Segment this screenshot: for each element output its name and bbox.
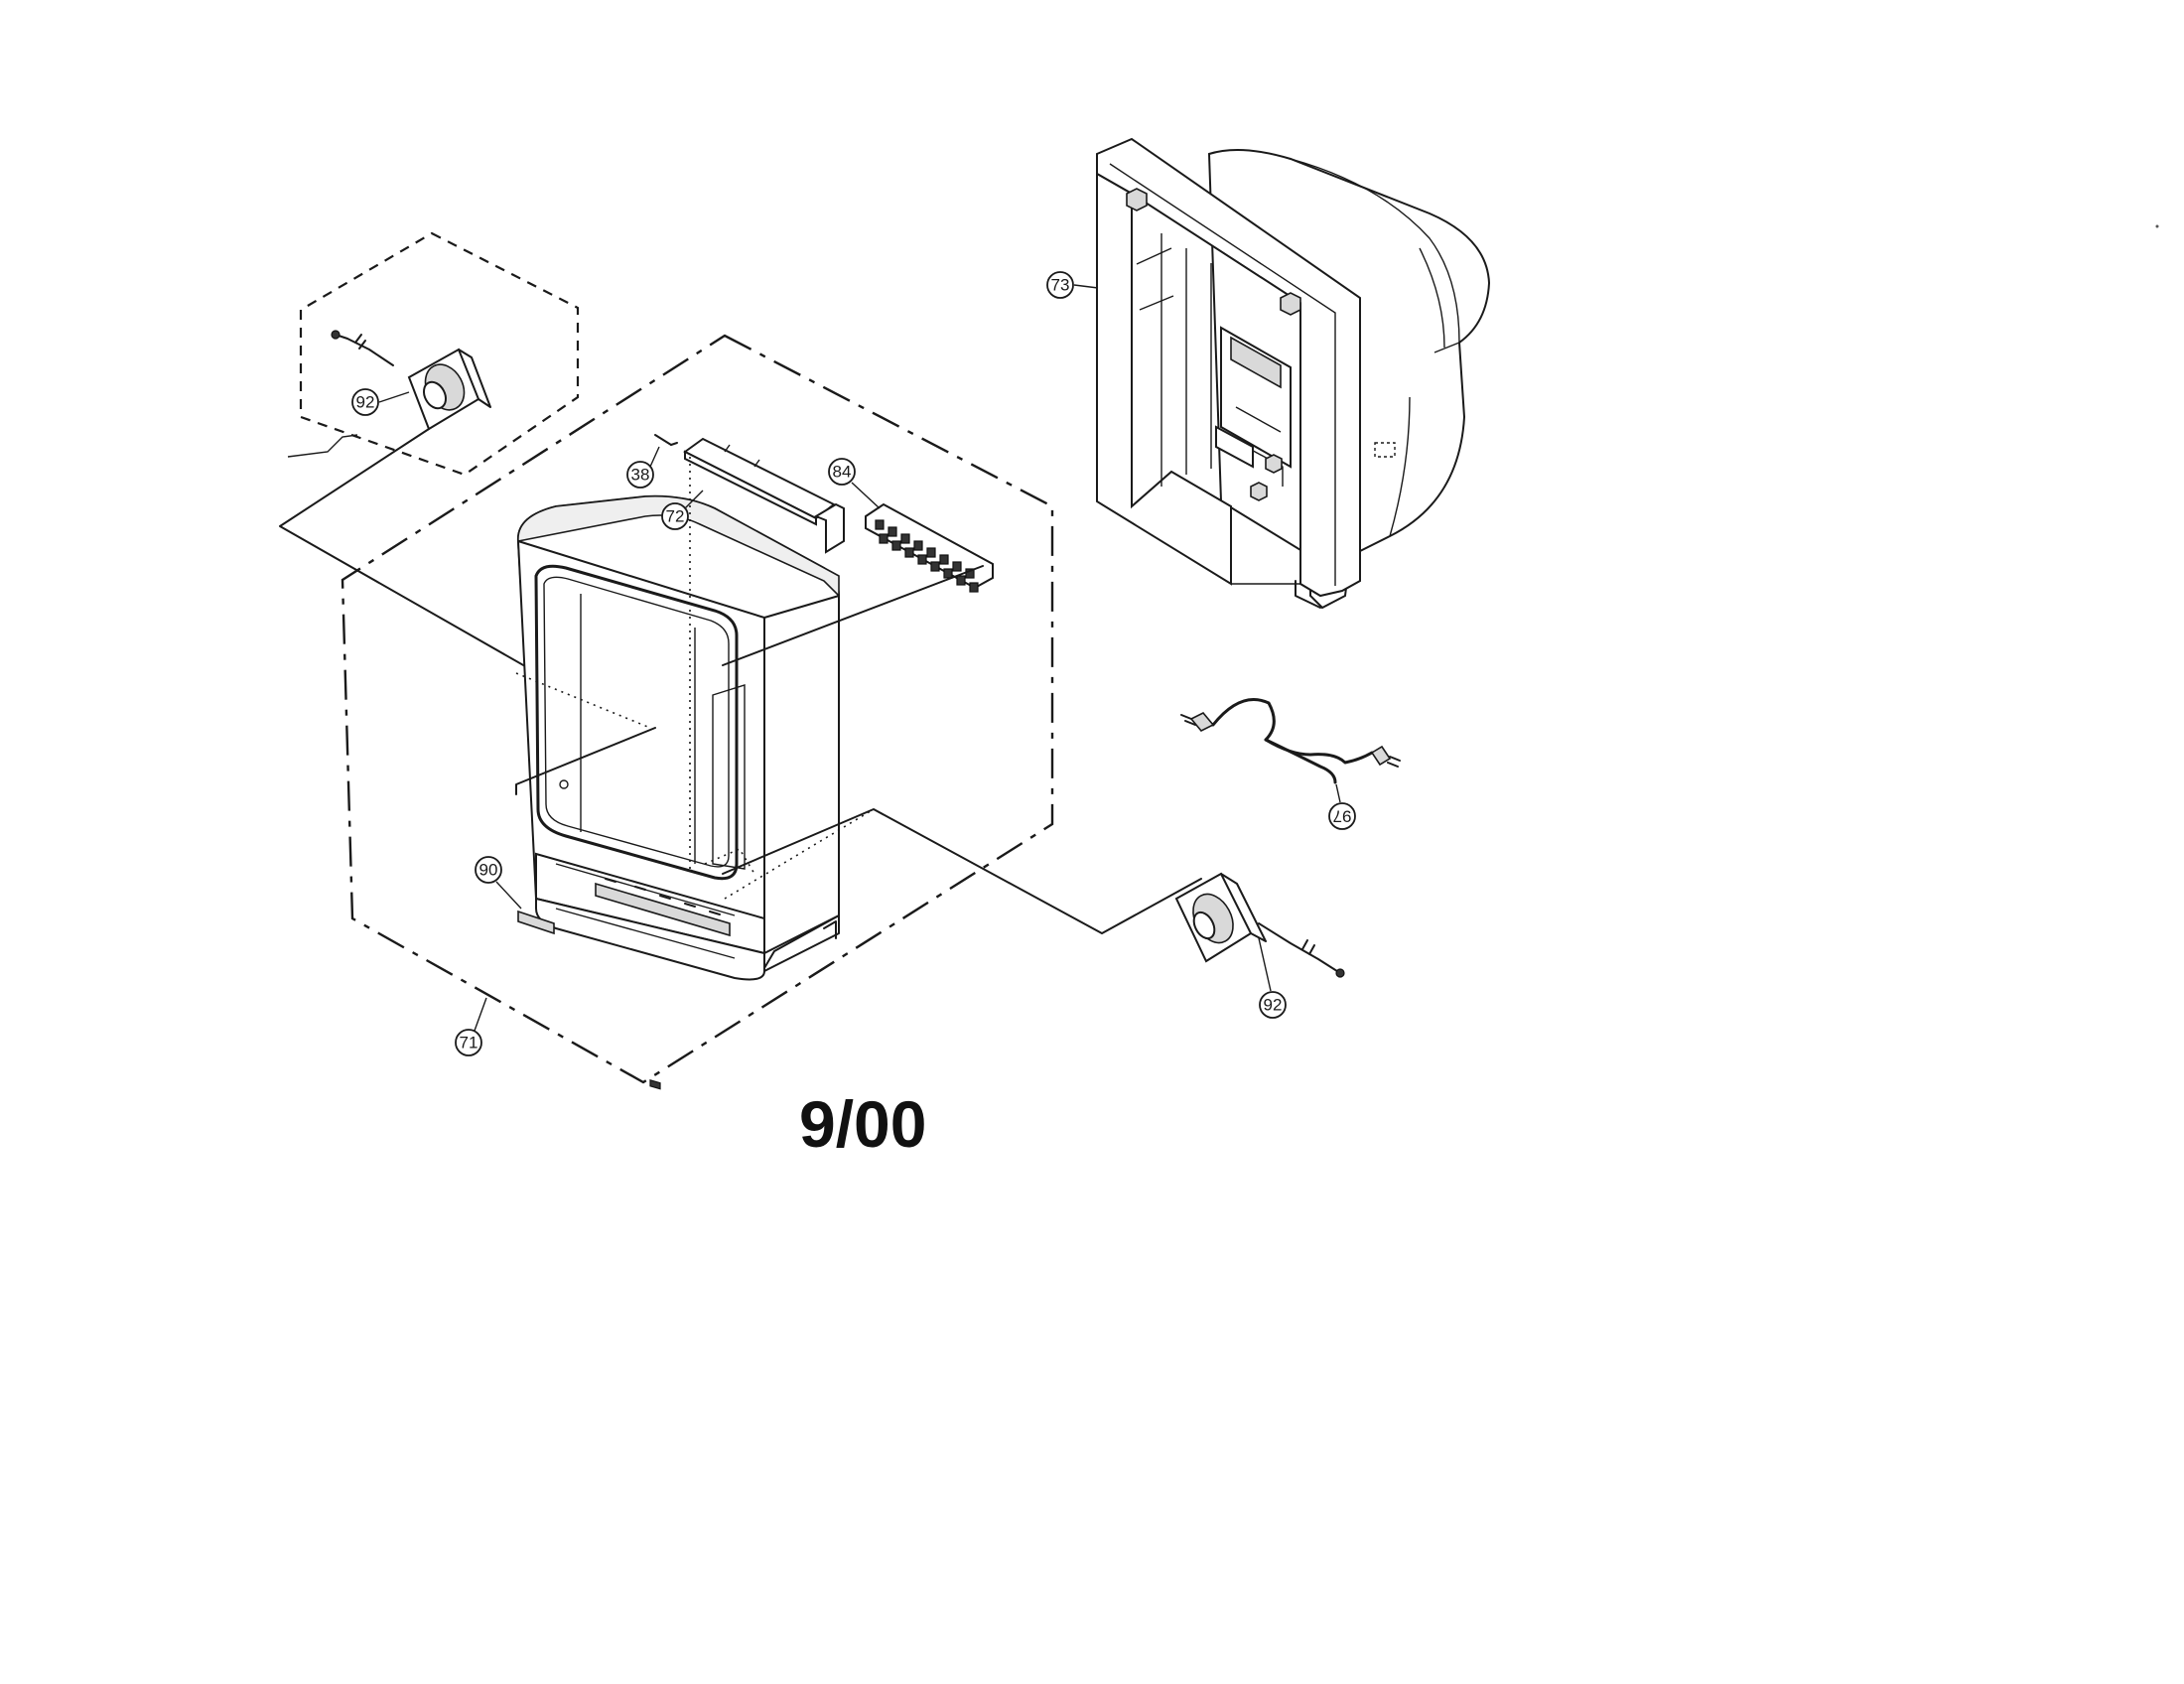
control-button-key (939, 554, 949, 565)
control-button-key (926, 547, 936, 558)
cabinet-front-boundary (341, 334, 1054, 1084)
speaker-right (1174, 872, 1345, 978)
control-button-key (913, 540, 923, 551)
speaker-left (407, 348, 491, 431)
speaker-left-group (287, 231, 580, 477)
callout-control-button: 84 (828, 458, 881, 509)
callout-ac-cord-label: 97 (1333, 807, 1352, 826)
screw (654, 434, 678, 446)
control-button-key (875, 519, 885, 530)
control-button-key (879, 533, 888, 544)
callout-control-button-label: 84 (833, 463, 852, 482)
right-speaker-dotted (724, 808, 875, 900)
callout-badge: 90 (475, 856, 522, 910)
speaker-left-boundary (299, 231, 580, 477)
button-leader (722, 565, 984, 666)
callout-screw-label: 38 (631, 466, 650, 485)
control-button-key (900, 533, 910, 544)
callout-screw: 38 (626, 446, 660, 489)
badge (517, 910, 555, 935)
back-cabinet (1096, 137, 1491, 610)
control-button-key (930, 561, 940, 572)
callout-speaker-right-label: 92 (1264, 996, 1283, 1015)
control-button-key (904, 547, 914, 558)
callout-cabinet-front-label: 71 (460, 1034, 478, 1052)
callout-control-door-label: 72 (666, 507, 685, 526)
control-button-key (917, 554, 927, 565)
control-button (865, 502, 994, 593)
callout-speaker-left: 92 (351, 388, 410, 416)
callout-back-cabinet-label: 73 (1051, 276, 1070, 295)
control-button-key (952, 561, 962, 572)
control-button-key (891, 540, 901, 551)
callout-cabinet-front: 71 (455, 997, 487, 1056)
date-code: 9/00 (799, 1087, 926, 1161)
control-button-key (956, 575, 966, 586)
control-button-key (887, 526, 897, 537)
speaker-right-leader (722, 808, 1202, 934)
callout-speaker-right: 92 (1258, 937, 1287, 1019)
control-button-key (969, 582, 979, 593)
callout-control-door: 72 (661, 490, 704, 530)
scan-speck (2155, 224, 2159, 228)
screen-leader (515, 727, 656, 795)
cabinet-front (516, 494, 840, 1090)
speaker-left-wire (335, 334, 394, 366)
callout-back-cabinet: 73 (1046, 271, 1099, 299)
ac-cord (1180, 698, 1401, 784)
callout-badge-label: 90 (479, 861, 498, 880)
screen-alignment-line (704, 847, 755, 875)
control-door (683, 437, 845, 554)
callout-speaker-left-label: 92 (356, 393, 375, 412)
control-button-key (943, 568, 953, 579)
callout-ac-cord: 97 (1328, 783, 1356, 830)
